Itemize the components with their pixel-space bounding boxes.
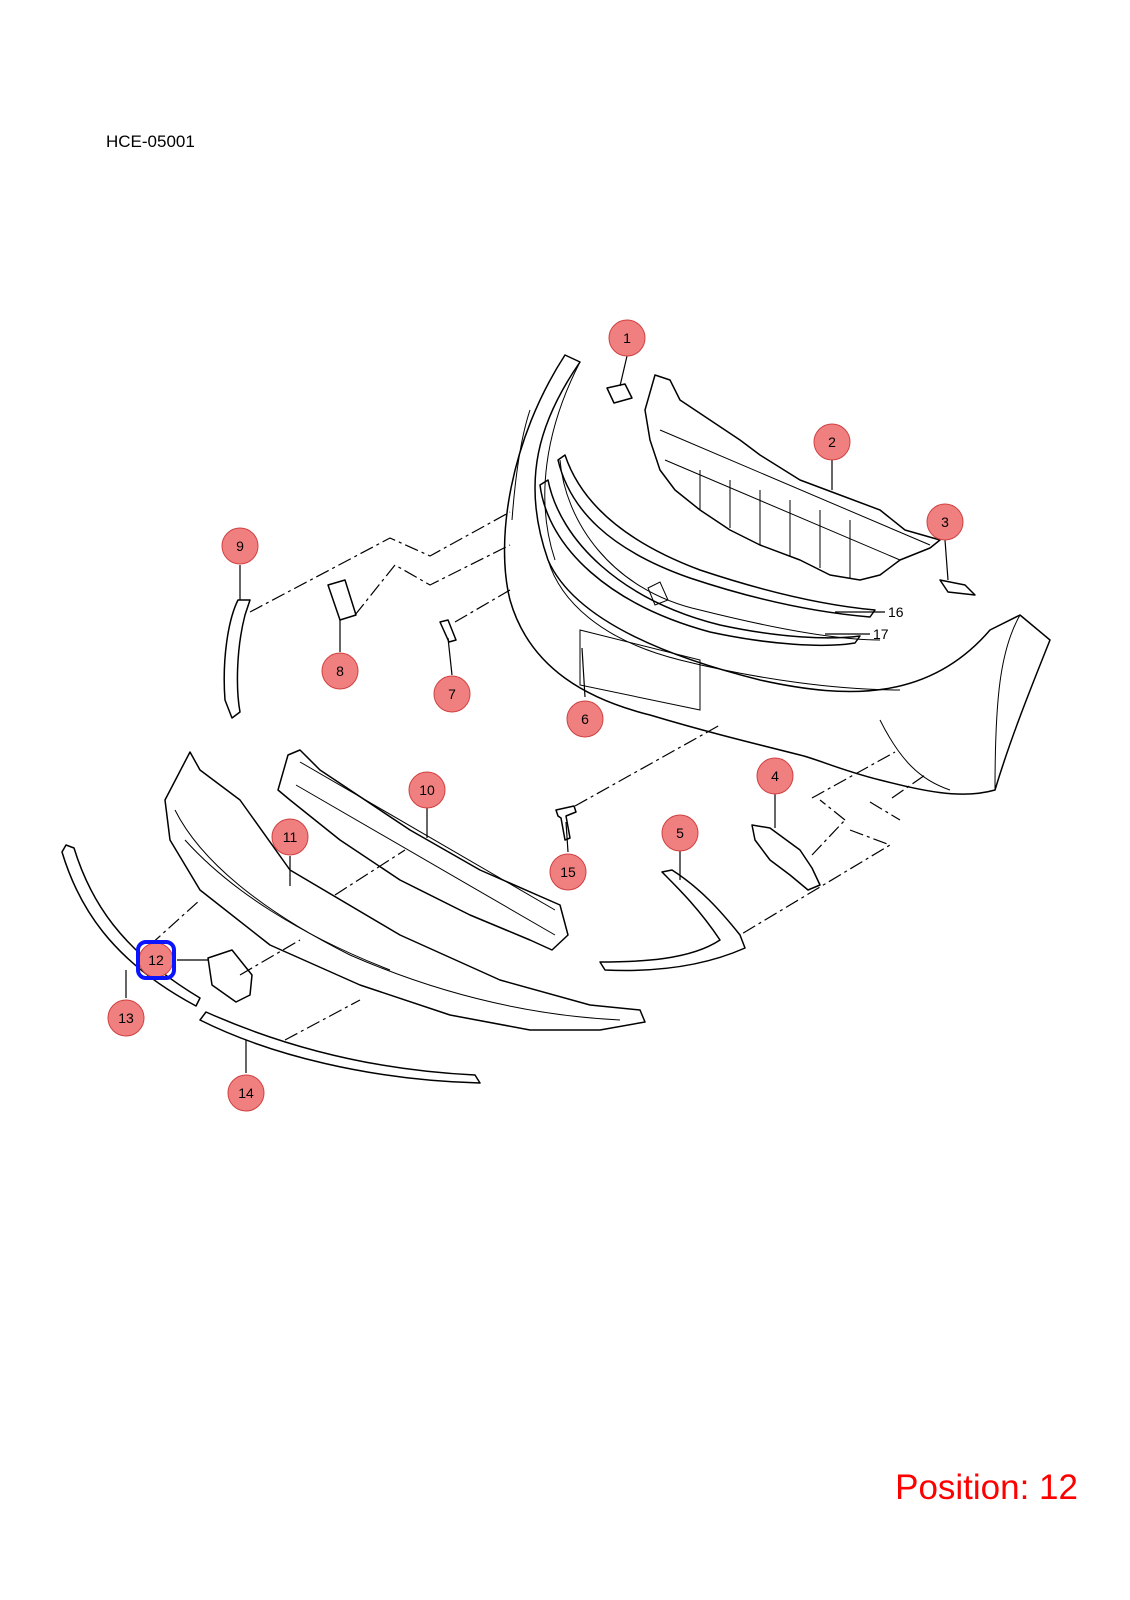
lower-bumper-part [164,751,646,1031]
callout-13[interactable]: 13 [107,999,145,1037]
callout-5[interactable]: 5 [661,814,699,852]
bumper-cover-part [503,354,1051,795]
clip-part [606,383,633,404]
callout-label: 3 [941,514,949,530]
callout-15[interactable]: 15 [549,853,587,891]
callout-label: 11 [283,829,298,845]
callout-4[interactable]: 4 [756,757,794,795]
lower-trim-part [199,1011,481,1084]
leader-lines [125,355,949,1073]
callout-label: 7 [448,686,456,702]
callout-label: 14 [238,1085,254,1101]
label-16[interactable]: 16 [888,604,904,620]
air-guide-part [751,824,821,891]
assembly-lines [149,511,926,1041]
callout-14[interactable]: 14 [227,1074,265,1112]
callout-1[interactable]: 1 [608,319,646,357]
position-label: Position: 12 [895,1468,1078,1507]
callout-label: 9 [236,538,244,554]
callout-label: 12 [148,952,164,968]
side-bracket-part [223,599,251,719]
callout-11[interactable]: 11 [271,818,309,856]
tow-hook-cap-part [207,949,253,1003]
energy-absorber-part [644,374,941,581]
callout-label: 2 [828,434,836,450]
callout-3[interactable]: 3 [926,503,964,541]
callout-12[interactable]: 12 [138,942,174,978]
callout-label: 8 [336,663,344,679]
callout-2[interactable]: 2 [813,423,851,461]
callout-label: 5 [676,825,684,841]
callout-label: 4 [771,768,779,784]
callout-label: 15 [560,864,576,880]
sensor-bracket-part [327,579,357,621]
upper-grille-trim-part [539,454,876,647]
callout-label: 10 [419,782,435,798]
callout-9[interactable]: 9 [221,527,259,565]
bracket-part [939,579,976,596]
callout-label: 1 [623,330,631,346]
label-17[interactable]: 17 [873,626,889,642]
callout-8[interactable]: 8 [321,652,359,690]
callout-6[interactable]: 6 [566,700,604,738]
selection-highlight [136,940,176,980]
trim-strip-part [61,844,201,1007]
diagram-code: HCE-05001 [106,132,195,151]
chrome-strip-part [599,869,746,972]
screw-part [555,805,577,841]
callout-7[interactable]: 7 [433,675,471,713]
callout-label: 13 [118,1010,134,1026]
callout-label: 6 [581,711,589,727]
callout-10[interactable]: 10 [408,771,446,809]
small-bracket-part [439,619,457,643]
